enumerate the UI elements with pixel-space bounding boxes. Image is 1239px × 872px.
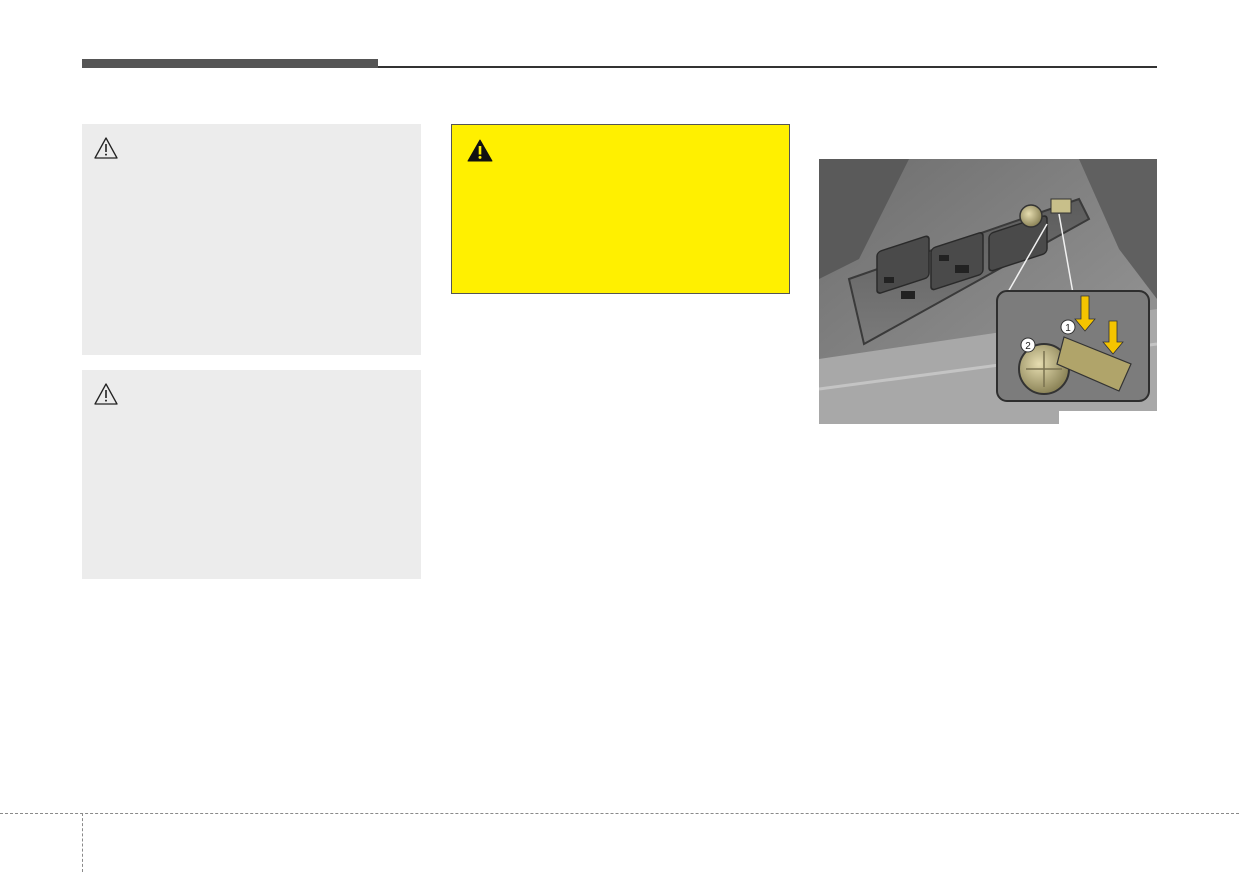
door-switch-drawing: 1 2 — [819, 159, 1157, 424]
footer-dashed-rule — [0, 813, 1239, 814]
door-switch-illustration: 1 2 — [819, 159, 1157, 424]
warning-box — [451, 124, 790, 294]
caution-box-1 — [82, 124, 421, 355]
caution-triangle-outline-icon — [94, 137, 118, 159]
header-bar — [82, 59, 378, 68]
caution-triangle-outline-icon — [94, 383, 118, 405]
callout-2: 2 — [1025, 341, 1031, 352]
caution-box-2 — [82, 370, 421, 579]
callout-1: 1 — [1065, 323, 1071, 334]
footer-dashed-divider — [82, 813, 83, 872]
warning-triangle-filled-icon — [467, 139, 493, 162]
header-rule — [378, 66, 1157, 68]
